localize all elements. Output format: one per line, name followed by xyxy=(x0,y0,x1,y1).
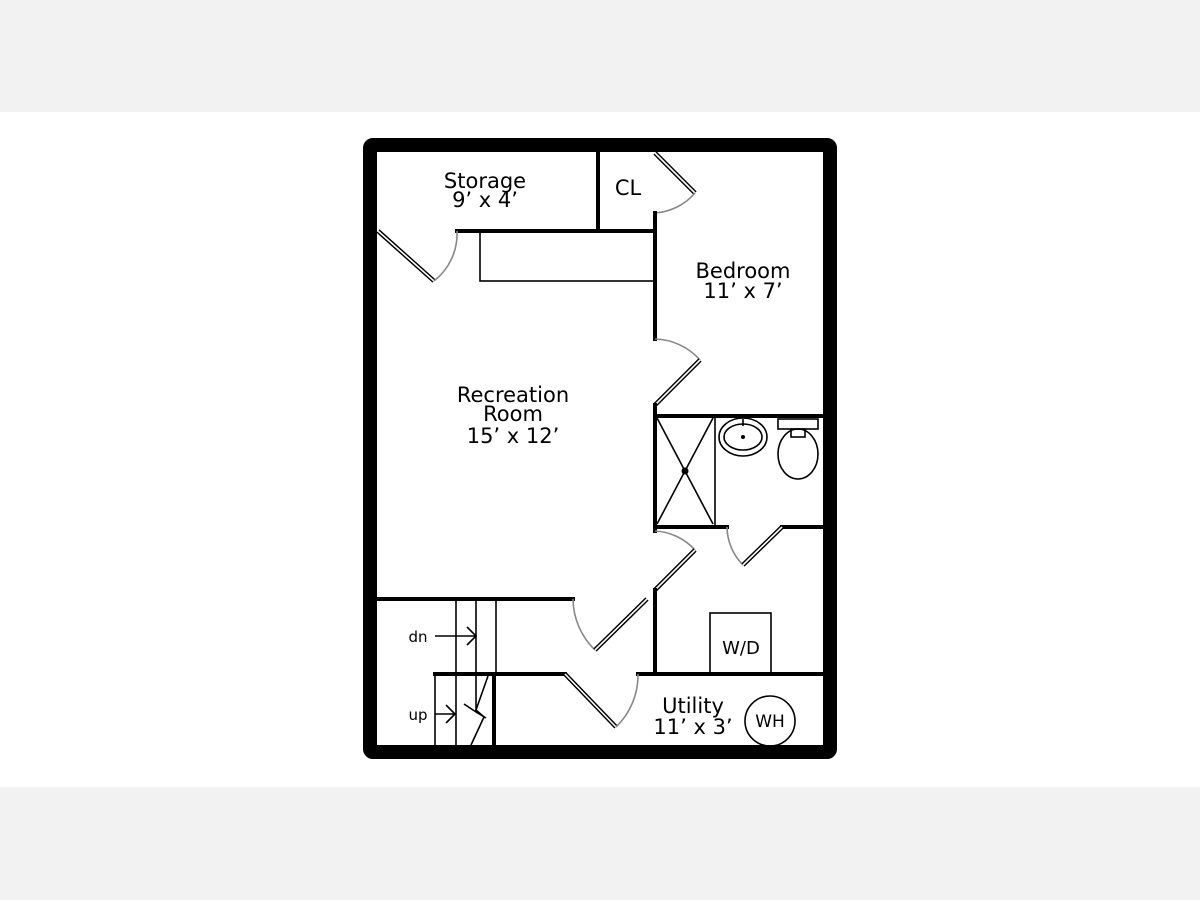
shower xyxy=(654,415,716,527)
storage-label: Storage xyxy=(444,169,526,193)
staircase xyxy=(434,599,497,747)
recreation-label-line2: Room xyxy=(483,402,543,426)
washer-dryer-label: W/D xyxy=(722,638,760,659)
utility-size: 11’ x 3’ xyxy=(653,715,732,739)
drain-icon xyxy=(681,467,689,475)
stairs-down-arrow[interactable]: dn xyxy=(408,626,478,646)
bedroom-label: Bedroom xyxy=(696,259,791,283)
bedroom-door[interactable] xyxy=(653,338,702,407)
recreation-size: 15’ x 12’ xyxy=(467,424,560,448)
closet-label: CL xyxy=(615,176,642,200)
water-heater: WH xyxy=(744,695,796,747)
toilet xyxy=(777,418,819,480)
bathroom-door[interactable] xyxy=(726,525,784,567)
utility-door[interactable] xyxy=(563,672,639,729)
recreation-label-line1: Recreation xyxy=(457,383,569,407)
stair-hall-door[interactable] xyxy=(572,597,649,652)
storage-door[interactable] xyxy=(376,229,458,283)
stairs-up-arrow[interactable]: up xyxy=(408,704,457,724)
stairs-up-label: up xyxy=(408,706,427,724)
bedroom-size: 11’ x 7’ xyxy=(703,279,782,303)
utility-label: Utility xyxy=(662,694,724,718)
stairs-down-label: dn xyxy=(408,628,427,646)
exterior-wall xyxy=(363,138,837,759)
utility-hall-door[interactable] xyxy=(653,530,697,592)
water-heater-label: WH xyxy=(755,712,785,732)
sink xyxy=(718,417,768,457)
washer-dryer: W/D xyxy=(709,612,772,675)
storage-size: 9’ x 4’ xyxy=(452,188,518,212)
closet-door[interactable] xyxy=(653,151,697,214)
